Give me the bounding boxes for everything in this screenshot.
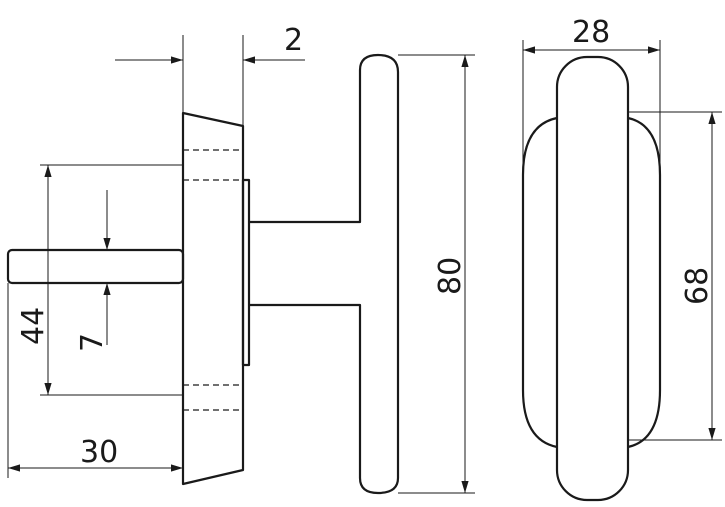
svg-text:44: 44: [16, 307, 51, 345]
svg-text:68: 68: [680, 267, 715, 305]
rosette-front: [521, 116, 662, 449]
svg-text:7: 7: [75, 333, 110, 352]
spindle: [6, 248, 185, 285]
dimension-28: 28: [522, 15, 661, 175]
svg-text:28: 28: [572, 15, 610, 50]
dimension-44: 44: [16, 164, 183, 396]
dimension-80: 80: [398, 54, 475, 494]
svg-text:2: 2: [284, 23, 303, 58]
dimension-7: 7: [75, 190, 111, 352]
base-plate: [241, 178, 251, 367]
dimension-30: 30: [7, 283, 184, 484]
front-view: [521, 55, 662, 502]
handle-front: [555, 55, 630, 502]
dimension-2: 2: [115, 23, 305, 126]
rosette-side: [181, 111, 245, 486]
svg-text:80: 80: [433, 257, 468, 295]
svg-text:30: 30: [80, 435, 118, 470]
dimension-68: 68: [628, 111, 722, 441]
side-view: [6, 53, 400, 495]
handle-side: [249, 53, 400, 495]
